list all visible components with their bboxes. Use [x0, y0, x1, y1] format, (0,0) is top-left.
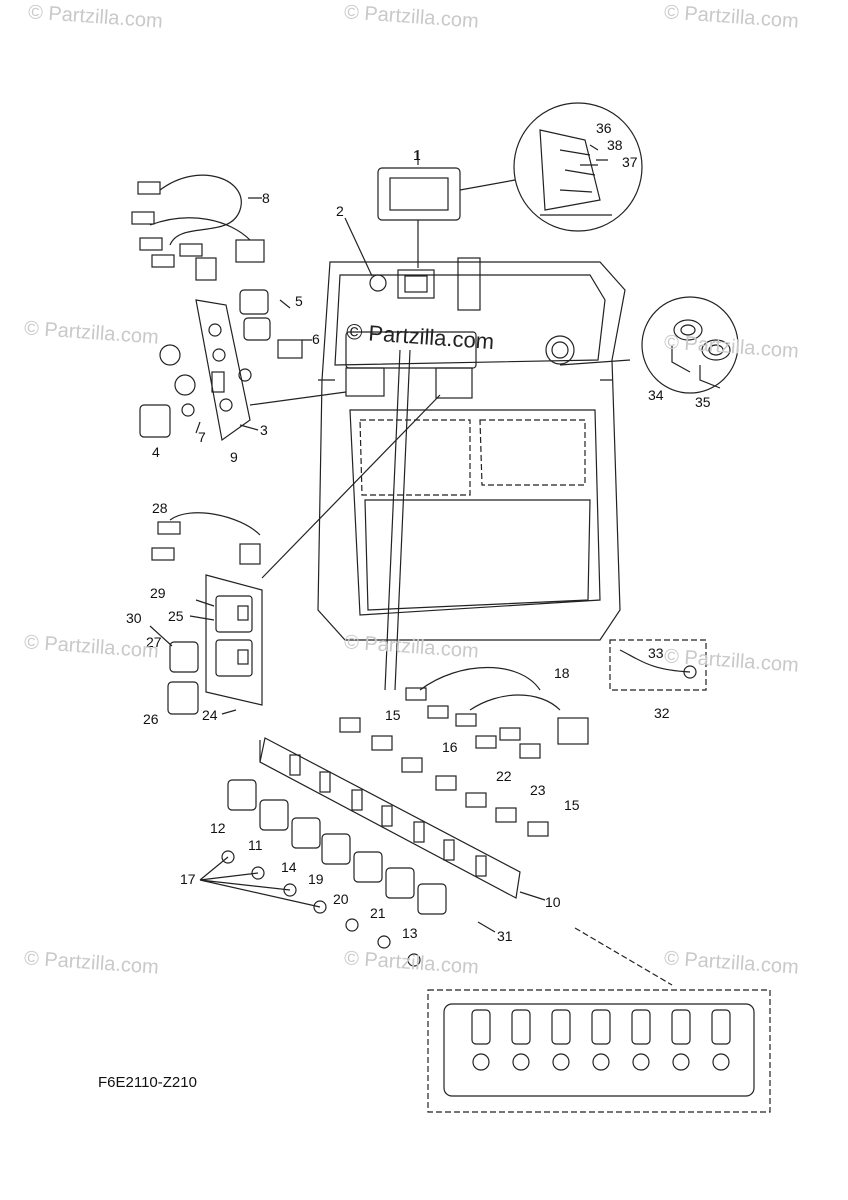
caps-17 — [199, 850, 421, 967]
label-7: 7 — [198, 429, 206, 445]
label-19: 19 — [308, 871, 324, 887]
connector-box-32 — [609, 639, 707, 691]
drawing-code: F6E2110-Z210 — [98, 1074, 197, 1091]
label-22: 22 — [496, 768, 512, 784]
detail-panel-bottom — [427, 989, 771, 1113]
label-15-b: 15 — [564, 797, 580, 813]
label-36: 36 — [596, 120, 612, 136]
detail-circle-outlets — [641, 296, 739, 394]
label-37: 37 — [622, 154, 638, 170]
callout-labels: 1 2 3 4 5 6 7 8 9 10 11 12 13 14 15 15 1… — [126, 120, 711, 944]
label-30: 30 — [126, 610, 142, 626]
label-6: 6 — [312, 331, 320, 347]
label-5: 5 — [295, 293, 303, 309]
label-13: 13 — [402, 925, 418, 941]
label-14: 14 — [281, 859, 297, 875]
switch-plate-10 — [227, 737, 521, 915]
label-34: 34 — [648, 387, 664, 403]
label-21: 21 — [370, 905, 386, 921]
label-35: 35 — [695, 394, 711, 410]
detail-circle-top — [513, 102, 643, 232]
label-2: 2 — [336, 203, 344, 219]
label-9: 9 — [230, 449, 238, 465]
label-31: 31 — [497, 928, 513, 944]
label-20: 20 — [333, 891, 349, 907]
leader-lines — [149, 144, 673, 986]
label-25: 25 — [168, 608, 184, 624]
label-3: 3 — [260, 422, 268, 438]
label-17: 17 — [180, 871, 196, 887]
label-16: 16 — [442, 739, 458, 755]
switch-plate-25 — [151, 512, 263, 715]
label-26: 26 — [143, 711, 159, 727]
label-29: 29 — [150, 585, 166, 601]
label-28: 28 — [152, 500, 168, 516]
label-12: 12 — [210, 820, 226, 836]
console-body — [317, 261, 626, 641]
label-11: 11 — [248, 837, 263, 853]
label-15-a: 15 — [385, 707, 401, 723]
label-33: 33 — [648, 645, 664, 661]
label-18: 18 — [554, 665, 570, 681]
label-8: 8 — [262, 190, 270, 206]
display-unit — [369, 167, 575, 365]
switches-right — [339, 667, 589, 837]
label-23: 23 — [530, 782, 546, 798]
harness-8 — [131, 174, 265, 281]
label-38: 38 — [607, 137, 623, 153]
switch-plate-3 — [139, 289, 303, 442]
label-10: 10 — [545, 894, 561, 910]
label-1: 1 — [413, 147, 421, 163]
label-4: 4 — [152, 444, 160, 460]
label-32: 32 — [654, 705, 670, 721]
label-27: 27 — [146, 634, 162, 650]
label-24: 24 — [202, 707, 218, 723]
